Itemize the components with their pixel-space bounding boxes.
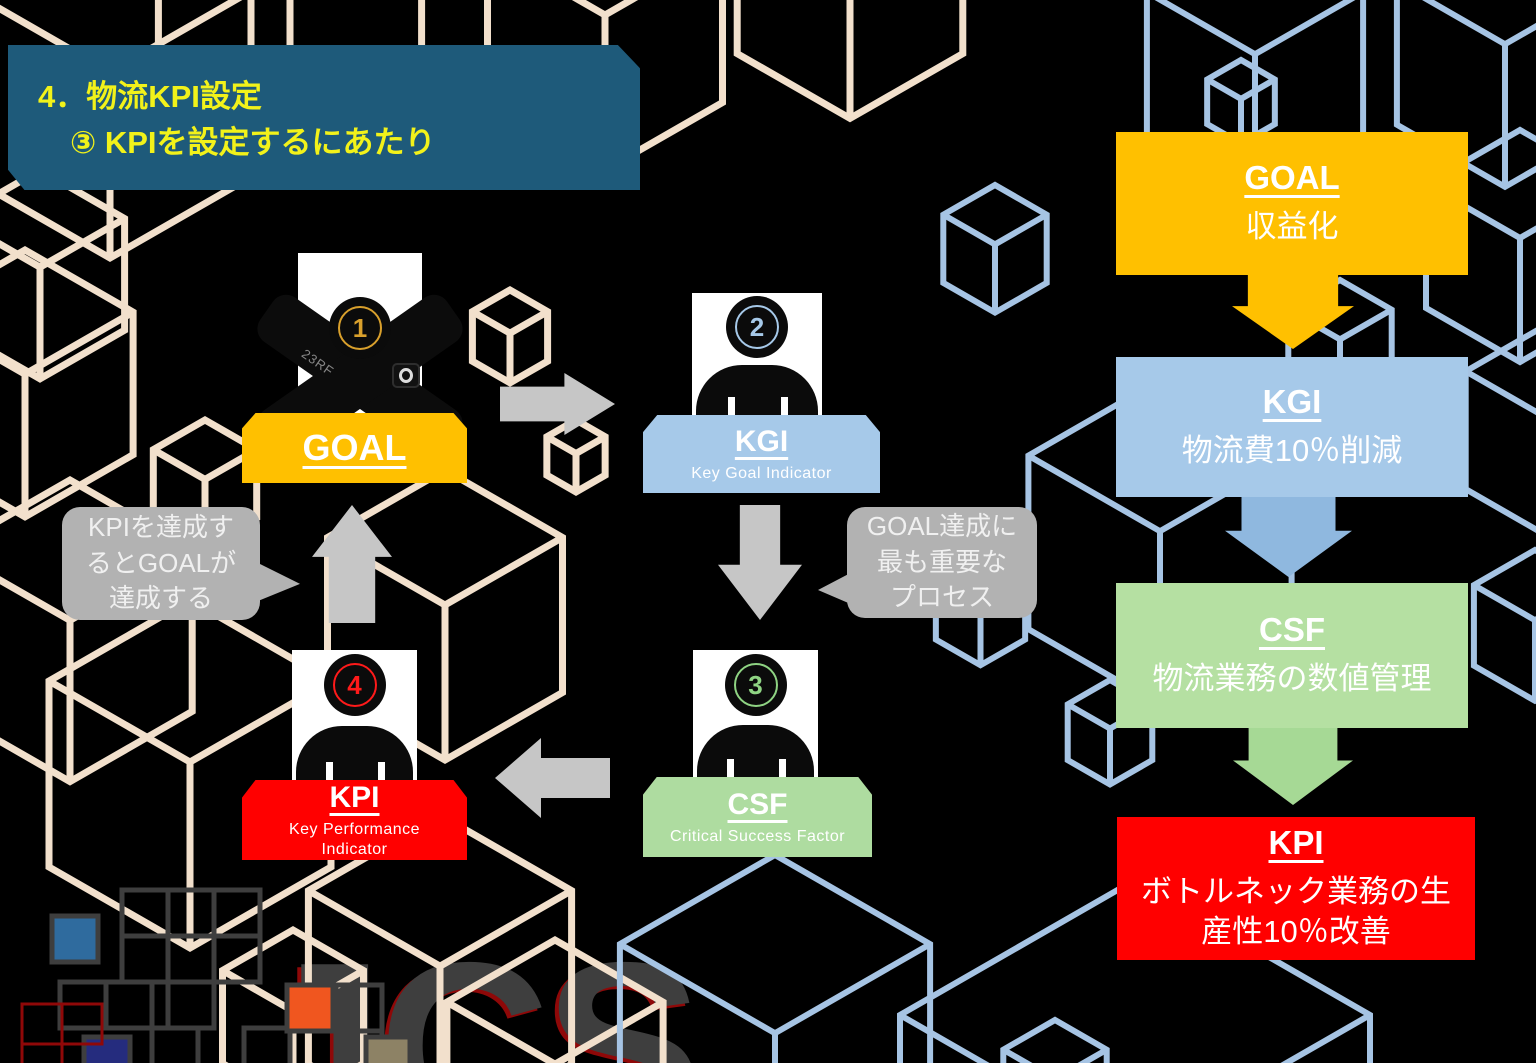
torso-notch bbox=[326, 762, 334, 786]
flow-csf-label: CSF bbox=[1259, 611, 1325, 649]
title-banner: 4．物流KPI設定 ③ KPIを設定するにあたり bbox=[8, 45, 640, 190]
flow-goal-label: GOAL bbox=[1244, 159, 1340, 197]
kgi-label: KGI bbox=[734, 424, 789, 458]
callout-kpi-achieves-goal: KPIを達成す るとGOALが 達成する bbox=[62, 507, 260, 620]
person-icon-step4: 4 bbox=[292, 650, 417, 786]
step-number-4: 4 bbox=[332, 663, 377, 707]
slide-title-line2: ③ KPIを設定するにあたり bbox=[70, 125, 436, 160]
csf-box: CSF Critical Success Factor bbox=[643, 777, 872, 857]
person-torso bbox=[696, 724, 815, 783]
corner-mosaic bbox=[20, 887, 413, 1063]
flow-goal-box: GOAL 収益化 bbox=[1116, 132, 1468, 275]
torso-notch bbox=[727, 759, 735, 783]
torso-notch bbox=[727, 397, 735, 421]
person-icon-step1: 23RF 1 bbox=[251, 253, 469, 464]
goal-box: GOAL bbox=[242, 413, 467, 483]
person-head: 4 bbox=[323, 654, 386, 716]
kpi-label: KPI bbox=[329, 780, 380, 814]
kgi-box: KGI Key Goal Indicator bbox=[643, 415, 880, 493]
flow-kgi-box: KGI 物流費10％削減 bbox=[1116, 357, 1468, 497]
csf-label: CSF bbox=[727, 787, 788, 821]
callout-most-important-process: GOAL達成に 最も重要な プロセス bbox=[847, 507, 1037, 618]
person-head: 2 bbox=[726, 296, 788, 358]
goal-label: GOAL bbox=[302, 427, 407, 469]
torso-notch bbox=[779, 759, 786, 783]
step-number-3: 3 bbox=[733, 663, 778, 707]
person-torso bbox=[695, 364, 819, 421]
flow-kpi-desc: ボトルネック業務の生 産性10％改善 bbox=[1141, 874, 1451, 950]
flow-kgi-desc: 物流費10％削減 bbox=[1181, 432, 1403, 468]
callout-text: KPIを達成す るとGOALが 達成する bbox=[85, 511, 237, 614]
person-icon-step3: 3 bbox=[693, 650, 818, 783]
kpi-box: KPI Key Performance Indicator bbox=[242, 780, 467, 860]
flow-csf-box: CSF 物流業務の数値管理 bbox=[1116, 583, 1468, 728]
step-number-2: 2 bbox=[735, 305, 779, 349]
flow-goal-desc: 収益化 bbox=[1245, 209, 1339, 245]
slide-title-line1: 4．物流KPI設定 bbox=[38, 79, 262, 114]
csf-sublabel: Critical Success Factor bbox=[669, 827, 846, 845]
flow-kpi-box: KPI ボトルネック業務の生 産性10％改善 bbox=[1117, 817, 1475, 960]
person-icon-step2: 2 bbox=[692, 293, 822, 421]
person-head: 1 bbox=[329, 297, 391, 359]
flow-csf-desc: 物流業務の数値管理 bbox=[1152, 661, 1432, 697]
flow-kgi-label: KGI bbox=[1262, 382, 1322, 420]
callout-text: GOAL達成に 最も重要な プロセス bbox=[866, 510, 1018, 613]
torso-notch bbox=[378, 762, 385, 786]
kpi-sublabel: Key Performance Indicator bbox=[288, 820, 421, 858]
person-torso bbox=[295, 726, 414, 786]
flow-kpi-label: KPI bbox=[1268, 824, 1324, 862]
kgi-sublabel: Key Goal Indicator bbox=[691, 464, 832, 482]
camera-watermark-icon bbox=[392, 363, 420, 388]
step-number-1: 1 bbox=[338, 306, 382, 350]
torso-notch bbox=[781, 397, 789, 421]
person-head: 3 bbox=[724, 654, 787, 716]
